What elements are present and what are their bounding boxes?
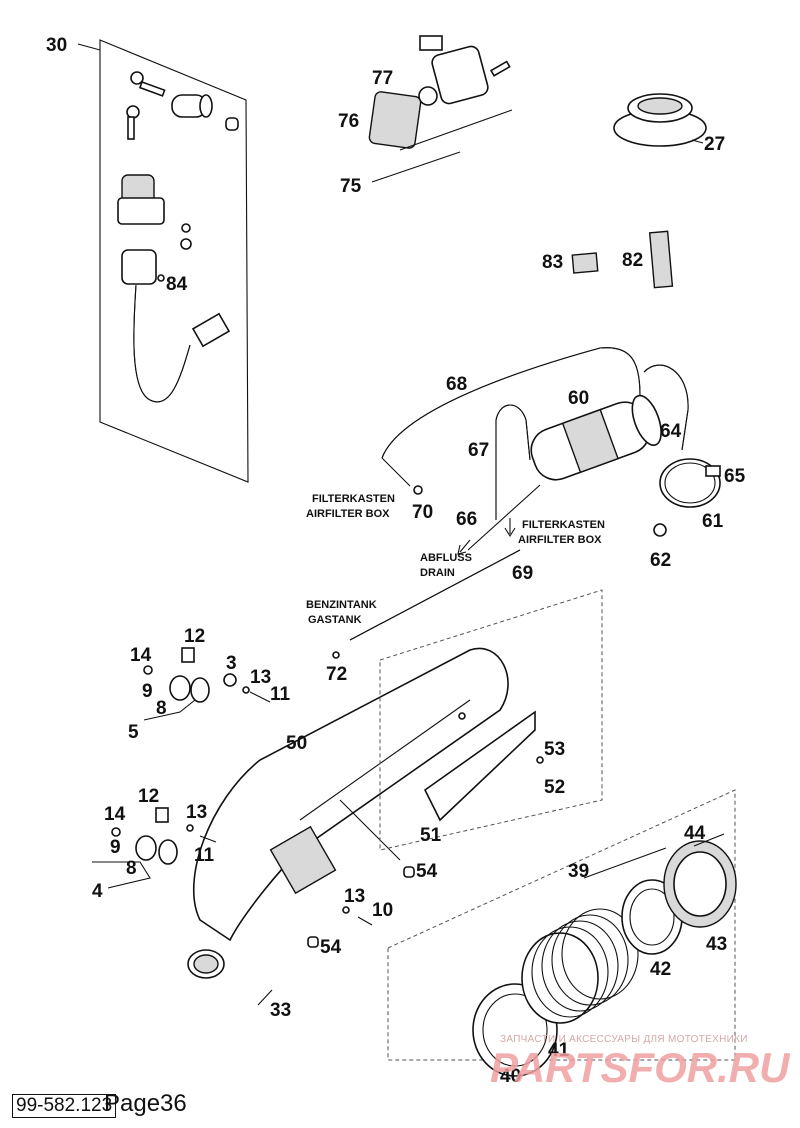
- abfluss-de: ABFLUSS: [420, 552, 472, 564]
- callout-13-lower: 13: [186, 802, 207, 823]
- callout-41: 41: [548, 1040, 570, 1061]
- callout-30: 30: [46, 35, 67, 56]
- callout-13-bottom: 13: [344, 886, 365, 907]
- callout-82: 82: [622, 250, 643, 271]
- callout-12-lower: 12: [138, 786, 159, 807]
- callout-11-lower: 11: [194, 845, 215, 866]
- endcap-assembly: [387, 789, 737, 1077]
- callout-43: 43: [706, 934, 727, 955]
- callout-10: 10: [372, 900, 393, 921]
- callout-75: 75: [340, 176, 362, 197]
- abfluss-en: DRAIN: [420, 567, 455, 579]
- callout-51: 51: [420, 825, 442, 846]
- callout-83: 83: [542, 252, 563, 273]
- mount-group-upper: [143, 647, 271, 721]
- callout-50: 50: [286, 733, 307, 754]
- callout-53: 53: [544, 739, 565, 760]
- callout-9-upper: 9: [142, 681, 153, 702]
- callout-14-lower: 14: [104, 804, 126, 825]
- callout-76: 76: [338, 111, 359, 132]
- callout-9-lower: 9: [110, 837, 121, 858]
- benzintank-de: BENZINTANK: [306, 599, 377, 611]
- callout-40: 40: [500, 1066, 521, 1087]
- watermark-tagline: ЗАПЧАСТИ И АКСЕССУАРЫ ДЛЯ МОТОТЕХНИКИ: [500, 1034, 748, 1045]
- callout-66: 66: [456, 509, 477, 530]
- callout-5: 5: [128, 722, 139, 743]
- benzintank-en: GASTANK: [308, 614, 362, 626]
- callout-62: 62: [650, 550, 671, 571]
- callout-61: 61: [702, 511, 724, 532]
- turn-signal-group: [368, 35, 513, 183]
- callout-54-lower: 54: [320, 937, 342, 958]
- mount-group-lower: [92, 807, 373, 926]
- callout-44: 44: [684, 823, 706, 844]
- callout-68: 68: [446, 374, 467, 395]
- callout-84: 84: [166, 274, 188, 295]
- callout-69: 69: [512, 563, 533, 584]
- callout-14-upper: 14: [130, 645, 152, 666]
- callout-13-upper: 13: [250, 667, 271, 688]
- callout-39: 39: [568, 861, 589, 882]
- callout-52: 52: [544, 777, 565, 798]
- muffler-group: [187, 589, 603, 1006]
- callout-70: 70: [412, 502, 433, 523]
- callout-67: 67: [468, 440, 489, 461]
- callout-72: 72: [326, 664, 347, 685]
- callout-27: 27: [704, 134, 725, 155]
- page-number: Page36: [104, 1090, 187, 1117]
- callout-11-upper: 11: [270, 684, 291, 705]
- filterkasten-left-en: AIRFILTER BOX: [306, 508, 390, 520]
- filterkasten-left-de: FILTERKASTEN: [312, 493, 395, 505]
- ignition-lock-group: [77, 39, 249, 483]
- callout-42: 42: [650, 959, 671, 980]
- callout-33: 33: [270, 1000, 291, 1021]
- callout-8-lower: 8: [126, 858, 137, 879]
- cap-part: [613, 93, 707, 147]
- callout-12-upper: 12: [184, 626, 205, 647]
- callout-4: 4: [92, 881, 103, 902]
- callout-77: 77: [372, 68, 393, 89]
- filterkasten-right-en: AIRFILTER BOX: [518, 534, 602, 546]
- filter-parts: [571, 230, 674, 289]
- callout-64: 64: [660, 421, 682, 442]
- callout-3: 3: [226, 653, 237, 674]
- evaporation-system: [332, 347, 721, 659]
- callout-54-upper: 54: [416, 861, 438, 882]
- callout-65: 65: [724, 466, 746, 487]
- filterkasten-right-de: FILTERKASTEN: [522, 519, 605, 531]
- watermark-logo: PARTSFOR.RU: [490, 1044, 790, 1091]
- callout-60: 60: [568, 388, 589, 409]
- callout-8-upper: 8: [156, 698, 167, 719]
- document-code: 99-582.123: [12, 1094, 117, 1118]
